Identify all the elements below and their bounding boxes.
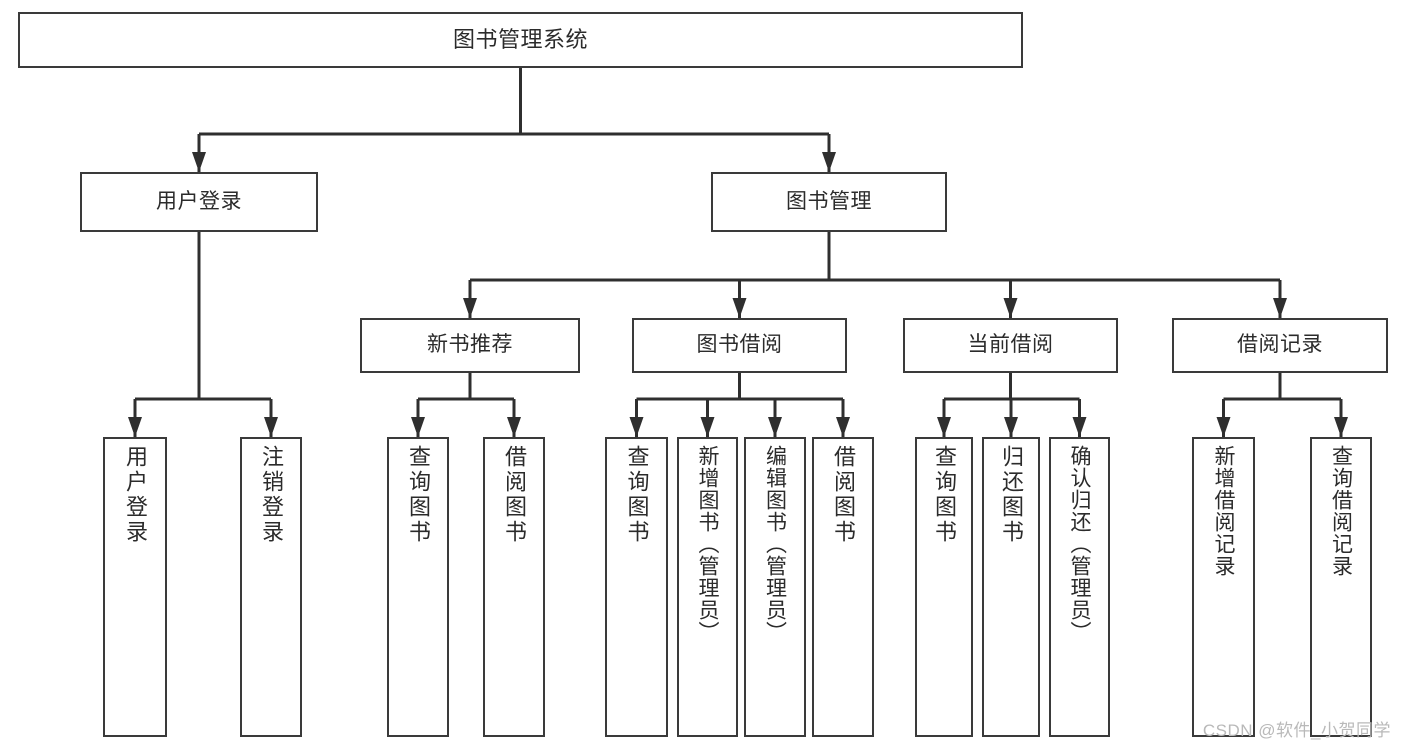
- node-label: 查询图书: [406, 445, 431, 545]
- node-root: 图书管理系统: [18, 12, 1023, 68]
- node-label: 新书推荐: [427, 333, 513, 357]
- node-label: 查询图书: [624, 445, 650, 545]
- node-label: 用户登录: [123, 445, 148, 545]
- node-records: 借阅记录: [1172, 318, 1388, 373]
- node-label: 编辑图书（管理员）: [763, 445, 787, 643]
- node-label: 查询图书: [932, 445, 957, 545]
- node-borrow: 图书借阅: [632, 318, 847, 373]
- node-newbook: 新书推荐: [360, 318, 580, 373]
- node-leaf-login: 用户登录: [103, 437, 167, 737]
- node-label: 归还图书: [999, 445, 1024, 545]
- node-leaf-nb-q: 查询图书: [387, 437, 449, 737]
- node-label: 借阅图书: [502, 445, 527, 545]
- node-label: 图书管理系统: [452, 27, 588, 53]
- node-leaf-nb-b: 借阅图书: [483, 437, 545, 737]
- node-label: 确认归还（管理员）: [1068, 445, 1091, 643]
- node-leaf-bo-add: 新增图书（管理员）: [677, 437, 738, 737]
- node-leaf-cu-r: 归还图书: [982, 437, 1040, 737]
- node-bookmgmt: 图书管理: [711, 172, 947, 232]
- node-label: 图书借阅: [696, 333, 783, 357]
- node-leaf-bo-ed: 编辑图书（管理员）: [744, 437, 806, 737]
- node-label: 当前借阅: [967, 333, 1054, 357]
- node-label: 新增图书（管理员）: [696, 445, 719, 643]
- node-leaf-re-q: 查询借阅记录: [1310, 437, 1372, 737]
- node-leaf-cu-c: 确认归还（管理员）: [1049, 437, 1110, 737]
- node-label: 借阅记录: [1237, 333, 1323, 357]
- node-label: 注销登录: [259, 445, 284, 545]
- node-label: 查询借阅记录: [1329, 445, 1353, 577]
- node-label: 图书管理: [786, 189, 872, 213]
- node-label: 用户登录: [156, 189, 242, 213]
- node-leaf-re-add: 新增借阅记录: [1192, 437, 1255, 737]
- node-label: 新增借阅记录: [1212, 445, 1235, 577]
- node-leaf-logout: 注销登录: [240, 437, 302, 737]
- node-login: 用户登录: [80, 172, 318, 232]
- node-leaf-cu-q: 查询图书: [915, 437, 973, 737]
- node-leaf-bo-q: 查询图书: [605, 437, 668, 737]
- node-label: 借阅图书: [831, 445, 856, 545]
- node-current: 当前借阅: [903, 318, 1118, 373]
- node-leaf-bo-br: 借阅图书: [812, 437, 874, 737]
